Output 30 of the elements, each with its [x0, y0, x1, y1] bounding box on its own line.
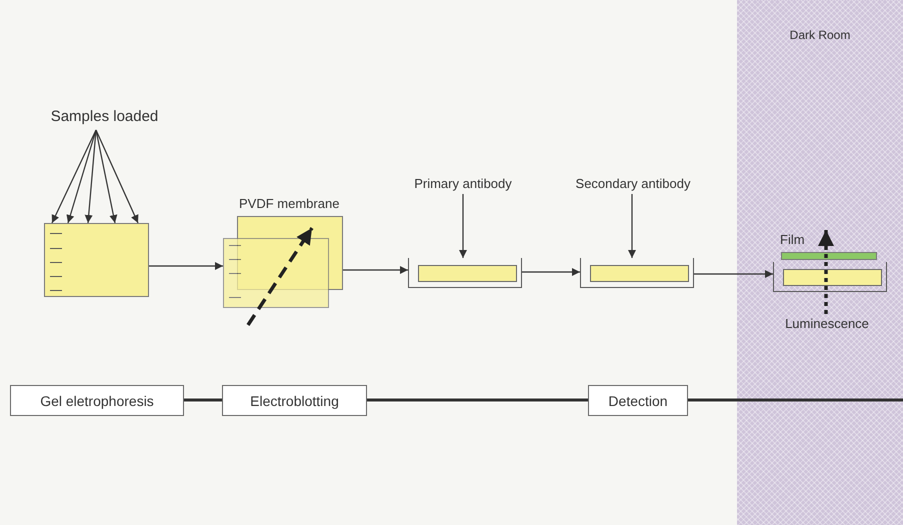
heading-text: Film: [780, 232, 805, 247]
heading-text: PVDF membrane: [239, 196, 340, 211]
tray: [580, 258, 694, 288]
dark-room-panel: [737, 0, 903, 525]
arrow: [95, 130, 118, 224]
arrow: [694, 270, 773, 278]
arrow: [51, 130, 97, 224]
stage-box: Electroblotting: [222, 385, 367, 416]
arrow: [628, 194, 636, 258]
arrow: [66, 130, 97, 224]
tray: [773, 262, 887, 292]
text-label: Primary antibody: [402, 176, 524, 194]
stage-box: Gel eletrophoresis: [10, 385, 184, 416]
arrow: [343, 266, 408, 274]
arrow: [84, 130, 97, 224]
text-label: Samples loaded: [32, 108, 177, 130]
gel-slab: [44, 223, 149, 297]
timeline-line: [184, 398, 222, 402]
tray: [408, 258, 522, 288]
arrow: [522, 268, 580, 276]
timeline-line: [688, 398, 903, 402]
panel-title: Dark Room: [788, 28, 852, 42]
timeline-line: [367, 398, 588, 402]
arrow: [95, 130, 139, 224]
gel-slab: [223, 238, 329, 308]
stage-box: Detection: [588, 385, 688, 416]
text-label: Secondary antibody: [564, 176, 702, 194]
text-label: Luminescence: [784, 316, 870, 331]
arrow: [459, 194, 467, 258]
arrow: [149, 262, 223, 270]
